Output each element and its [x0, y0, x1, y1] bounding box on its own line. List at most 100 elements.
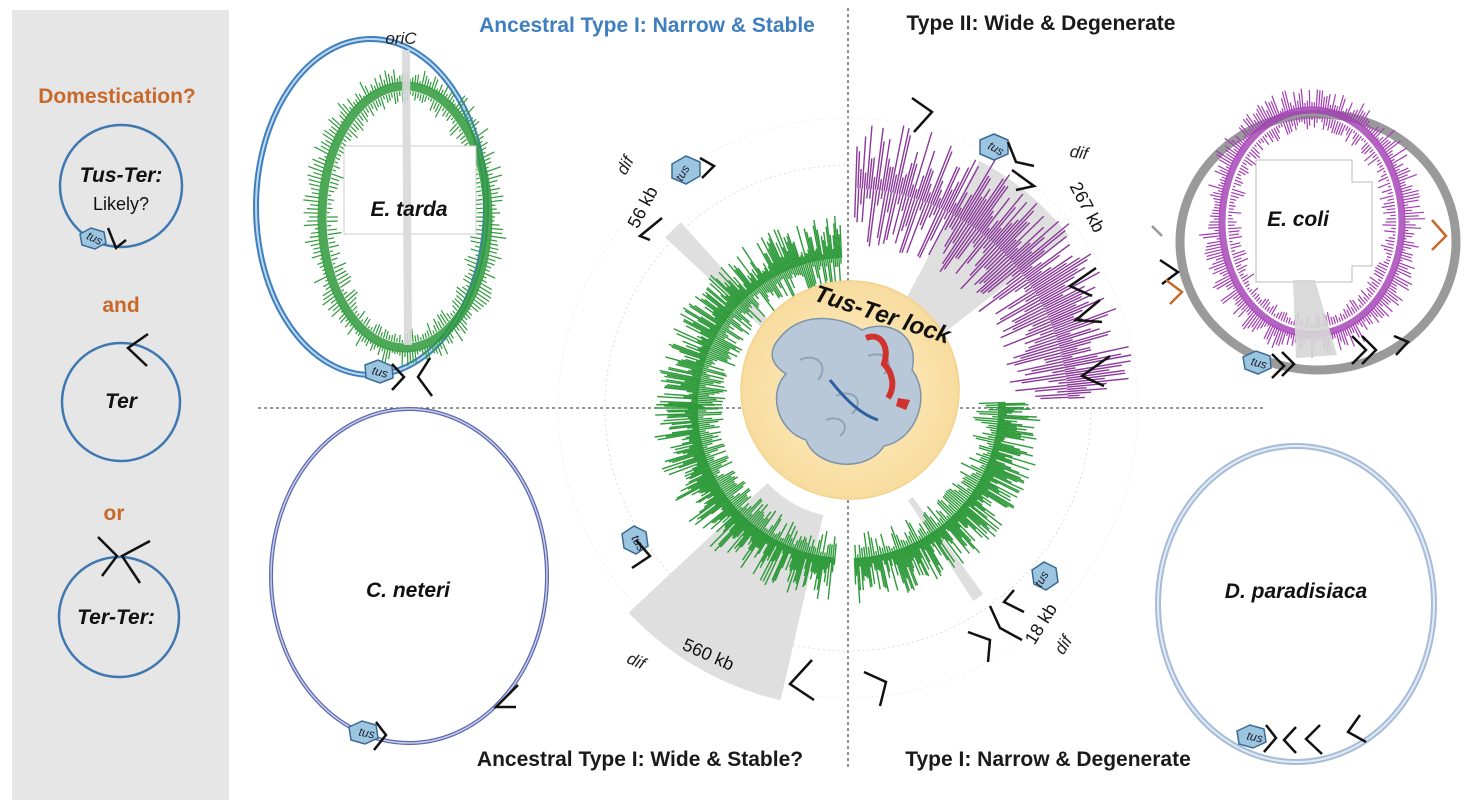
dif-bottom-right: dif: [1051, 631, 1078, 658]
skew-bar: [780, 537, 785, 543]
skew-bar: [993, 442, 1021, 451]
skew-bar: [834, 215, 839, 259]
skew-bar: [997, 418, 1005, 421]
skew-bar: [1386, 258, 1391, 262]
skew-bar: [867, 531, 873, 557]
skew-bar: [692, 374, 702, 379]
skew-bar: [421, 94, 425, 104]
skew-bar: [972, 434, 995, 441]
skew-bar: [908, 544, 924, 576]
skew-bar: [970, 493, 984, 504]
skew-bar: [866, 125, 873, 189]
skew-bar: [1351, 133, 1360, 146]
skew-bar: [985, 466, 1025, 484]
skew-bar: [683, 318, 717, 338]
skew-bar: [365, 318, 371, 327]
skew-bar: [467, 272, 475, 277]
skew-bar: [1364, 151, 1376, 162]
skew-bar: [986, 465, 1025, 483]
skew-bar: [706, 356, 718, 362]
skew-bar: [983, 258, 1011, 284]
skew-bar: [922, 537, 940, 566]
skew-bar: [918, 209, 944, 259]
skew-bar: [1338, 317, 1342, 322]
skew-bar: [1380, 297, 1390, 306]
skew-bar: [719, 329, 727, 334]
skew-bar: [935, 528, 945, 540]
skew-bar: [976, 410, 998, 413]
skew-bar: [1047, 293, 1093, 316]
skew-bar: [1212, 266, 1228, 275]
skew-bar: [854, 544, 857, 558]
skew-bar: [1339, 98, 1346, 114]
skew-bar: [698, 417, 713, 420]
skew-bar: [313, 171, 324, 177]
skew-bar: [860, 557, 865, 591]
skew-bar: [691, 422, 699, 425]
skew-bar: [1383, 140, 1397, 152]
skew-bar: [928, 213, 952, 256]
skew-bar: [1011, 269, 1021, 277]
skew-bar: [328, 237, 335, 240]
skew-bar: [1228, 233, 1240, 236]
skew-bar: [1384, 290, 1399, 302]
skew-bar: [1014, 307, 1045, 324]
skew-bar: [331, 307, 343, 318]
skew-bar: [1264, 301, 1271, 311]
skew-bar: [866, 556, 872, 588]
skew-bar: [815, 261, 823, 287]
skew-bar: [724, 512, 741, 529]
skew-bar: [1023, 284, 1031, 290]
skew-bar: [462, 105, 475, 119]
skew-bar: [667, 410, 699, 413]
skew-bar: [698, 390, 720, 394]
skew-bar: [489, 187, 501, 191]
skew-bar: [923, 536, 944, 571]
skew-bar: [925, 535, 932, 545]
skew-bar: [746, 296, 766, 318]
skew-bar: [964, 501, 1000, 530]
likely-label: Likely?: [93, 194, 149, 214]
skew-bar: [1340, 124, 1346, 136]
skew-bar: [929, 515, 940, 529]
skew-bar: [708, 455, 728, 465]
skew-bar: [1400, 188, 1412, 193]
center-ter-icons: [631, 96, 1111, 707]
skew-bar: [1282, 312, 1288, 322]
skew-bar: [747, 275, 758, 289]
skew-bar: [698, 397, 717, 401]
skew-bar: [736, 256, 760, 288]
d-paradisiaca-genome: D. paradisiaca tus: [1155, 443, 1437, 765]
skew-bar: [822, 556, 827, 570]
skew-bar: [786, 241, 798, 268]
skew-bar: [1381, 188, 1393, 194]
skew-bar: [384, 348, 389, 363]
skew-bar: [1396, 169, 1411, 178]
skew-bar: [1256, 318, 1265, 330]
skew-bar: [825, 226, 831, 260]
skew-bar: [1352, 323, 1360, 338]
skew-bar: [485, 166, 502, 173]
skew-bar: [363, 109, 369, 118]
skew-bar: [1268, 305, 1275, 314]
skew-bar: [826, 556, 830, 569]
skew-bar: [946, 515, 950, 520]
skew-bar: [685, 358, 705, 366]
skew-bar: [786, 525, 797, 546]
skew-bar: [1239, 273, 1244, 277]
skew-bar: [1241, 310, 1255, 327]
skew-bar: [999, 296, 1039, 321]
skew-bar: [1219, 269, 1229, 275]
skew-bar: [875, 555, 881, 571]
center-tus-icons: tus tus tus tus: [621, 133, 1059, 591]
skew-bar: [1059, 333, 1109, 349]
skew-bar: [327, 301, 339, 311]
center-skew-bars: [654, 125, 1132, 604]
skew-bar: [470, 240, 482, 244]
skew-bar: [1052, 369, 1065, 374]
skew-bar: [1037, 276, 1075, 299]
skew-bar: [1403, 211, 1425, 215]
skew-bar: [995, 431, 1037, 440]
skew-bar: [726, 507, 737, 517]
skew-bar: [329, 185, 338, 190]
